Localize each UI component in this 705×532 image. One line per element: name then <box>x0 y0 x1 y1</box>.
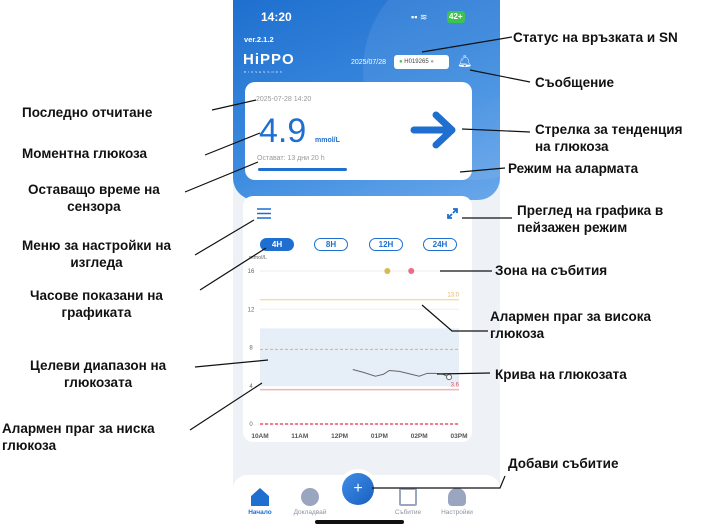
status-time: 14:20 <box>261 10 292 24</box>
reading-card: 2025-07-28 14:20 4.9 mmol/L Остават: 13 … <box>245 82 472 180</box>
range-12h[interactable]: 12H <box>369 238 403 251</box>
sensor-life-bar <box>258 168 347 171</box>
add-event-button[interactable]: + <box>342 473 374 505</box>
current-reading-point <box>446 374 453 381</box>
range-8h[interactable]: 8H <box>314 238 348 251</box>
x-tick-label: 02PM <box>411 433 428 440</box>
nav-events[interactable]: Събитие <box>383 488 433 516</box>
annotation-hours: Часове показани на графиката <box>30 287 163 321</box>
annotation-alarm-mode: Режим на алармата <box>508 161 639 176</box>
annotation-line: Преглед на графика в <box>517 203 664 218</box>
bell-icon[interactable]: 🔔︎ <box>457 54 473 68</box>
trend-arrow-icon <box>410 111 456 149</box>
battery-indicator: 42+ <box>447 11 465 23</box>
annotation-status: Статус на връзката и SN <box>513 30 678 45</box>
annotation-events: Зона на събития <box>495 263 608 278</box>
annotation-low-alarm: Алармен праг за ниска глюкоза <box>2 420 155 454</box>
annotation-line: Целеви диапазон на <box>30 358 167 373</box>
menu-icon[interactable] <box>257 208 271 219</box>
header-panel: 14:20 ▪▪ ≋ 42+ ver.2.1.2 HiPPO BIOSENSOR… <box>233 0 500 200</box>
annotation-line: на глюкоза <box>535 139 609 154</box>
annotation-line: Алармен праг за висока <box>490 309 651 324</box>
y-tick-label: 0 <box>249 422 253 428</box>
user-icon <box>448 488 466 506</box>
sensor-sn: H019265 <box>404 59 429 65</box>
signal-wifi-icon: ▪▪ ≋ <box>411 12 428 22</box>
y-tick-label: 16 <box>248 269 255 275</box>
annotation-line: Часове показани на <box>30 288 163 303</box>
pie-chart-icon <box>301 488 319 506</box>
chart-card <box>243 196 472 442</box>
annotation-remaining: Оставащо време на сензора <box>28 181 160 215</box>
brand-logo: HiPPO <box>243 51 295 68</box>
x-tick-label: 01PM <box>371 433 388 440</box>
range-4h[interactable]: 4H <box>260 238 294 251</box>
home-icon <box>251 488 269 506</box>
annotation-line: глюкоза <box>2 438 57 453</box>
nav-label: Настройки <box>441 509 473 516</box>
annotation-curve: Крива на глюкозата <box>495 367 627 382</box>
annotation-line: изгледа <box>70 255 123 270</box>
header-date: 2025/07/28 <box>351 59 387 66</box>
high-alarm-value: 13.0 <box>447 293 459 299</box>
annotation-line: Оставащо време на <box>28 182 160 197</box>
connected-dot-icon: ● <box>399 59 405 65</box>
glucose-value: 4.9 <box>259 112 307 150</box>
annotation-line: Меню за настройки на <box>22 238 172 253</box>
nav-settings[interactable]: Настройки <box>432 488 482 516</box>
annotation-menu: Меню за настройки на изгледа <box>22 237 171 271</box>
x-tick-label: 03PM <box>451 433 468 440</box>
annotation-line: глюкозата <box>63 375 133 390</box>
annotation-line: графиката <box>61 305 132 320</box>
y-tick-label: 8 <box>249 346 253 352</box>
annotation-line: глюкоза <box>490 326 545 341</box>
annotation-trend: Стрелка за тенденция на глюкоза <box>535 121 682 155</box>
glucose-unit: mmol/L <box>315 137 340 144</box>
connection-status-badge[interactable]: ● H019265 ● <box>394 55 449 69</box>
x-tick-label: 11AM <box>291 433 308 440</box>
nav-reports[interactable]: Докладвай <box>285 488 335 516</box>
annotation-add-event: Добави събитие <box>508 456 619 471</box>
x-tick-label: 12PM <box>331 433 348 440</box>
brand-subtitle: BIOSENSORS <box>244 70 284 74</box>
nav-label: Докладвай <box>293 509 327 516</box>
y-tick-label: 12 <box>248 307 255 313</box>
annotation-line: пейзажен режим <box>517 220 628 235</box>
annotation-line: Стрелка за тенденция <box>535 122 683 137</box>
phone-screen: 14:20 ▪▪ ≋ 42+ ver.2.1.2 HiPPO BIOSENSOR… <box>233 0 500 532</box>
glucose-curve <box>352 369 450 378</box>
nav-label: Събитие <box>394 509 422 516</box>
x-tick-label: 10AM <box>251 433 268 440</box>
annotation-message: Съобщение <box>535 75 615 90</box>
annotation-line: сензора <box>67 199 121 214</box>
annotation-current: Моментна глюкоза <box>22 146 148 161</box>
annotation-line: Алармен праг за ниска <box>2 421 155 436</box>
annotation-landscape: Преглед на графика в пейзажен режим <box>517 202 663 236</box>
annotation-high-alarm: Алармен праг за висока глюкоза <box>490 308 651 342</box>
low-alarm-value: 3.6 <box>451 383 460 389</box>
annotation-last-reading: Последно отчитане <box>22 105 153 120</box>
event-marker <box>408 268 415 275</box>
expand-landscape-icon[interactable] <box>447 208 458 219</box>
calendar-icon <box>399 488 417 506</box>
last-reading-time: 2025-07-28 14:20 <box>256 96 312 103</box>
chart-unit: mmol/L <box>249 255 268 261</box>
app-version: ver.2.1.2 <box>244 35 274 44</box>
y-tick-label: 4 <box>249 384 253 390</box>
sensor-remaining: Остават: 13 дни 20 h <box>257 155 325 162</box>
event-marker <box>384 268 391 275</box>
nav-home[interactable]: Начало <box>235 488 285 516</box>
glucose-chart[interactable]: 16 12 8 4 0 10AM 11AM 12PM 01PM 02PM 03PM 13.0 3.6 <box>233 260 500 440</box>
home-indicator <box>315 520 404 524</box>
target-range-band <box>260 328 459 386</box>
nav-label: Начало <box>248 509 272 516</box>
range-24h[interactable]: 24H <box>423 238 457 251</box>
annotation-target: Целеви диапазон на глюкозата <box>30 357 166 391</box>
